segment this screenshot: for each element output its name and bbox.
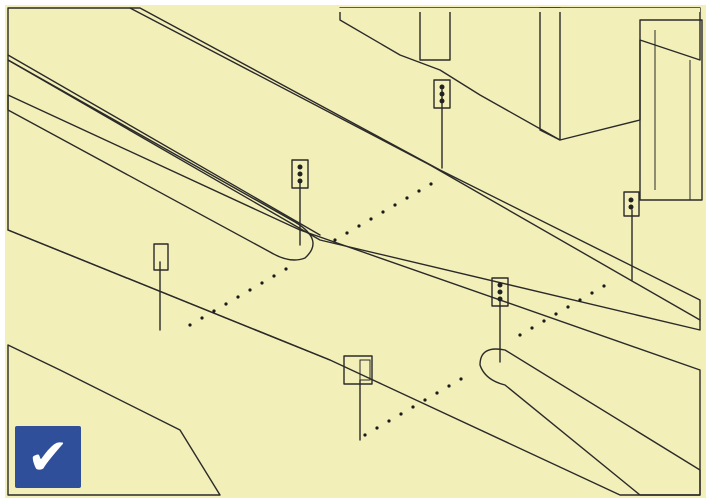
far-pavement (130, 8, 700, 12)
checkmark-icon: ✔ (27, 432, 69, 482)
checkmark-badge: ✔ (15, 426, 81, 488)
